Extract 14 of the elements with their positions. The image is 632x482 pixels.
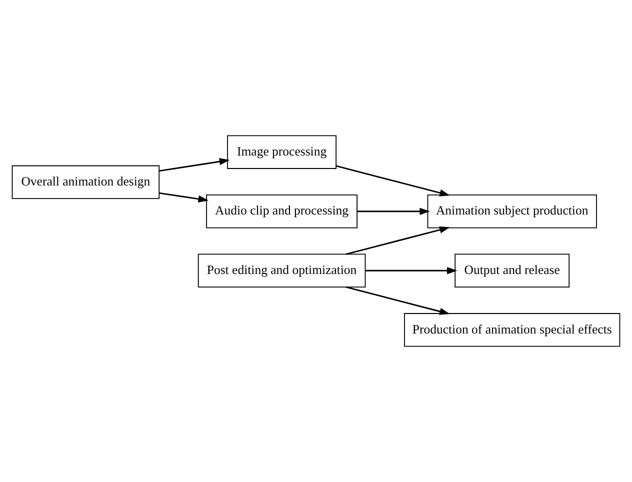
arrow xyxy=(159,158,230,172)
node-box: Overall animation design xyxy=(12,165,160,200)
node-box: Post editing and optimization xyxy=(198,254,366,288)
node-box: Animation subject production xyxy=(427,194,597,228)
arrow xyxy=(366,267,458,274)
arrow xyxy=(357,208,430,215)
arrow xyxy=(336,165,450,196)
node-box: Production of animation special effects xyxy=(404,313,620,347)
arrow xyxy=(346,286,450,315)
arrow xyxy=(346,226,450,255)
arrow xyxy=(159,192,209,203)
node-box: Image processing xyxy=(227,135,337,169)
node-box: Output and release xyxy=(454,254,570,288)
node-box: Audio clip and processing xyxy=(206,194,358,228)
